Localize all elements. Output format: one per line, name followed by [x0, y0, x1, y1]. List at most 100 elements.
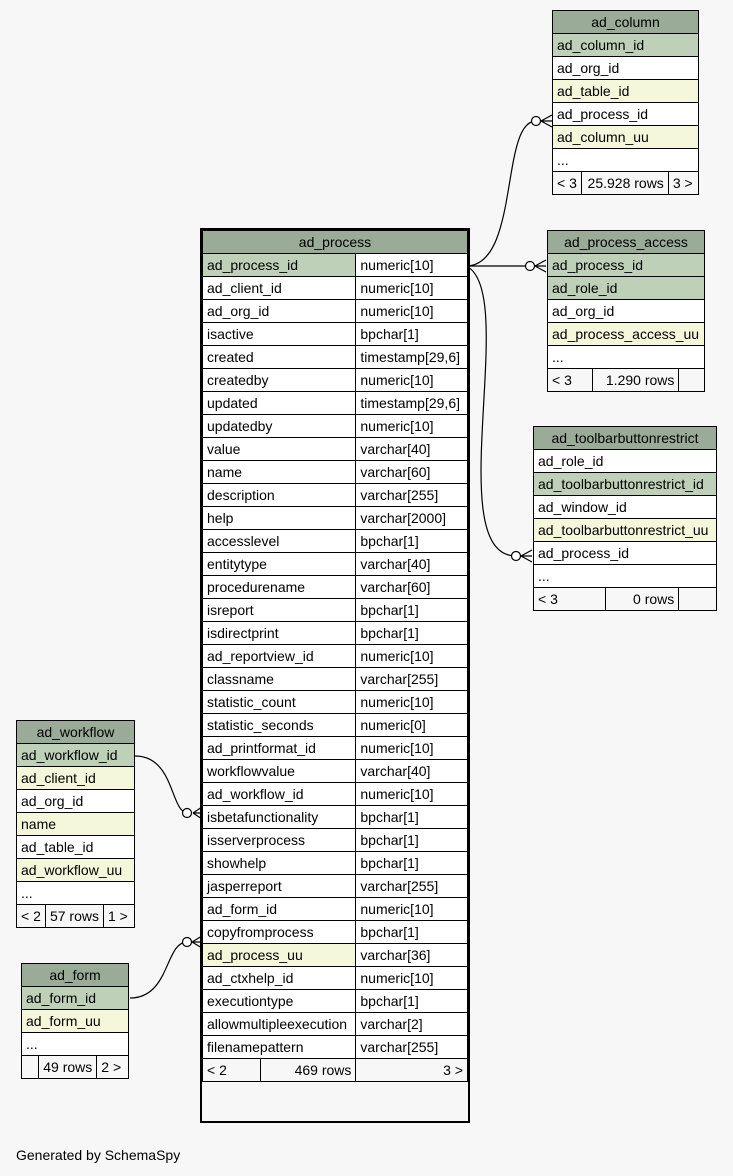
parents-count[interactable]: < 3 — [547, 368, 593, 392]
column-name[interactable]: ad_process_id — [201, 253, 357, 277]
column-name[interactable]: workflowvalue — [201, 759, 357, 783]
column-name[interactable]: isactive — [201, 322, 357, 346]
parents-count[interactable]: < 2 — [202, 1058, 261, 1082]
column-cell[interactable]: ad_org_id — [16, 789, 135, 813]
column-name[interactable]: ad_client_id — [201, 276, 357, 300]
children-count — [678, 368, 705, 392]
column-name[interactable]: ad_form_id — [201, 897, 357, 921]
column-cell[interactable]: ad_process_id — [533, 541, 717, 565]
column-name[interactable]: isdirectprint — [201, 621, 357, 645]
optional-marker — [181, 936, 193, 948]
column-name[interactable]: help — [201, 506, 357, 530]
column-cell[interactable]: ad_role_id — [547, 276, 705, 300]
column-cell[interactable]: ad_form_id — [21, 986, 129, 1010]
column-cell[interactable]: ad_workflow_uu — [16, 858, 135, 882]
column-name[interactable]: isreport — [201, 598, 357, 622]
column-cell[interactable]: ad_process_access_uu — [547, 322, 705, 346]
column-name[interactable]: updatedby — [201, 414, 357, 438]
children-count[interactable]: 1 > — [102, 904, 136, 928]
column-name[interactable]: isserverprocess — [201, 828, 357, 852]
column-name[interactable]: allowmultipleexecution — [201, 1012, 357, 1036]
column-name[interactable]: description — [201, 483, 357, 507]
column-name[interactable]: procedurename — [201, 575, 357, 599]
column-name[interactable]: createdby — [201, 368, 357, 392]
column-name[interactable]: filenamepattern — [201, 1035, 357, 1059]
column-type: timestamp[29,6] — [355, 391, 468, 415]
column-cell[interactable]: name — [16, 812, 135, 836]
column-cell[interactable]: ad_column_uu — [552, 125, 699, 149]
optional-marker — [530, 115, 542, 127]
column-cell[interactable]: ad_workflow_id — [16, 743, 135, 767]
table-ad-form: ad_form ad_form_id ad_form_uu ... 49 row… — [20, 963, 129, 1079]
column-type: bpchar[1] — [355, 529, 468, 553]
parents-count[interactable]: < 2 — [16, 904, 46, 928]
column-name[interactable]: name — [201, 460, 357, 484]
parents-count[interactable]: < 3 — [533, 587, 606, 611]
table-title[interactable]: ad_form — [21, 963, 129, 987]
column-type: timestamp[29,6] — [355, 345, 468, 369]
column-cell[interactable]: ad_column_id — [552, 33, 699, 57]
column-cell[interactable]: ad_window_id — [533, 495, 717, 519]
column-name[interactable]: ad_printformat_id — [201, 736, 357, 760]
column-type: bpchar[1] — [355, 851, 468, 875]
link-ad-workflow-to-ad-process — [134, 755, 189, 814]
column-cell[interactable]: ad_toolbarbuttonrestrict_uu — [533, 518, 717, 542]
table-title[interactable]: ad_process_access — [547, 230, 705, 254]
column-name[interactable]: jasperreport — [201, 874, 357, 898]
children-count[interactable]: 3 > — [355, 1058, 468, 1082]
column-cell[interactable]: ad_table_id — [16, 835, 135, 859]
table-ad-workflow: ad_workflow ad_workflow_id ad_client_id … — [16, 720, 136, 928]
column-cell[interactable]: ad_role_id — [533, 449, 717, 473]
column-cell[interactable]: ad_process_id — [552, 102, 699, 126]
column-type: numeric[10] — [355, 253, 468, 277]
column-name[interactable]: value — [201, 437, 357, 461]
column-cell[interactable]: ad_form_uu — [21, 1009, 129, 1033]
table-title[interactable]: ad_process — [202, 230, 468, 254]
table-title[interactable]: ad_toolbarbuttonrestrict — [533, 426, 717, 450]
parents-count[interactable]: < 3 — [552, 171, 582, 195]
column-name[interactable]: executiontype — [201, 989, 357, 1013]
column-name[interactable]: isbetafunctionality — [201, 805, 357, 829]
column-type: varchar[255] — [355, 483, 468, 507]
column-name[interactable]: entitytype — [201, 552, 357, 576]
column-cell[interactable]: ad_toolbarbuttonrestrict_id — [533, 472, 717, 496]
children-count[interactable]: 3 > — [667, 171, 700, 195]
column-name[interactable]: copyfromprocess — [201, 920, 357, 944]
children-count[interactable]: 2 > — [96, 1055, 129, 1079]
column-name[interactable]: updated — [201, 391, 357, 415]
column-name[interactable]: classname — [201, 667, 357, 691]
column-name[interactable]: showhelp — [201, 851, 357, 875]
column-type: numeric[10] — [355, 276, 468, 300]
column-type: numeric[10] — [355, 736, 468, 760]
column-cell[interactable]: ad_client_id — [16, 766, 135, 790]
table-title[interactable]: ad_column — [552, 10, 699, 34]
column-name[interactable]: statistic_count — [201, 690, 357, 714]
column-cell[interactable]: ad_org_id — [552, 56, 699, 80]
column-name[interactable]: ad_ctxhelp_id — [201, 966, 357, 990]
column-name[interactable]: ad_org_id — [201, 299, 357, 323]
column-type: bpchar[1] — [355, 805, 468, 829]
column-name[interactable]: created — [201, 345, 357, 369]
link-ad-toolbarbuttonrestrict-to-ad-process — [465, 265, 517, 557]
column-cell[interactable]: ad_org_id — [547, 299, 705, 323]
column-name[interactable]: statistic_seconds — [201, 713, 357, 737]
table-title[interactable]: ad_workflow — [16, 720, 135, 744]
column-type: bpchar[1] — [355, 322, 468, 346]
column-cell[interactable]: ad_process_id — [547, 253, 705, 277]
column-name[interactable]: ad_workflow_id — [201, 782, 357, 806]
column-name[interactable]: ad_reportview_id — [201, 644, 357, 668]
column-type: numeric[10] — [355, 414, 468, 438]
table-ad-process-access: ad_process_access ad_process_id ad_role_… — [547, 230, 705, 392]
column-name[interactable]: accesslevel — [201, 529, 357, 553]
column-cell[interactable]: ad_table_id — [552, 79, 699, 103]
column-name[interactable]: ad_process_uu — [201, 943, 357, 967]
